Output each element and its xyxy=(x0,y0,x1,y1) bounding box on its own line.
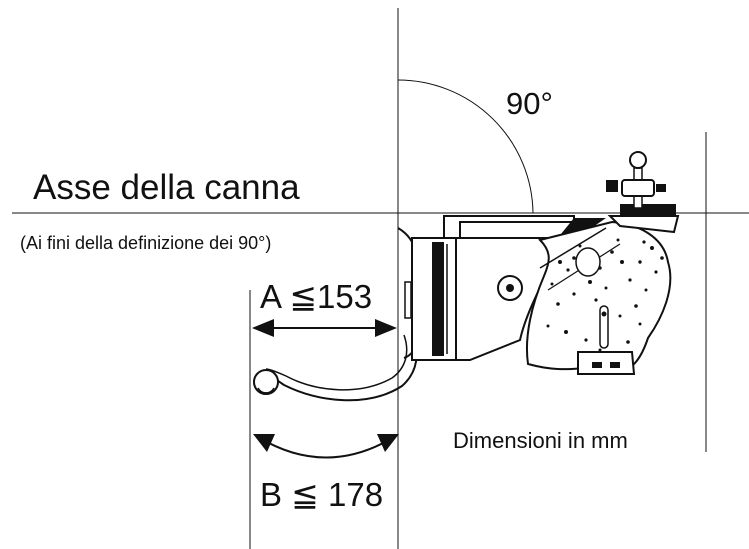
angle-label: 90° xyxy=(506,86,553,121)
dimension-b-arrow xyxy=(253,434,399,459)
grip-body xyxy=(397,151,680,375)
axis-note: (Ai fini della definizione dei 90°) xyxy=(20,233,272,253)
dimension-a-arrow xyxy=(252,319,397,337)
barrel-axis-label: Asse della canna xyxy=(33,168,300,207)
dimension-a-label: A ≦153 xyxy=(260,278,373,315)
units-note: Dimensioni in mm xyxy=(453,428,628,453)
hand-rest xyxy=(253,334,418,402)
angle-arc xyxy=(397,79,534,214)
dimension-b-label: B ≦ 178 xyxy=(260,476,384,513)
